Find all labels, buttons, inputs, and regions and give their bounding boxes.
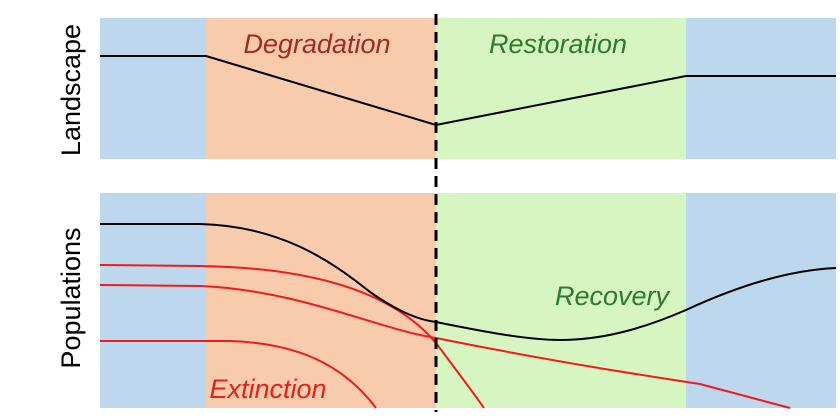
populations-restoration-region [436, 193, 686, 408]
population-red-line-3 [100, 340, 377, 409]
landscape-baseline-before-region [100, 18, 206, 159]
population-red-line-1 [99, 264, 485, 409]
landscape-restoration-region [436, 18, 686, 159]
extinction-label: Extinction [209, 374, 326, 404]
recovery-label: Recovery [555, 281, 671, 311]
landscape-axis-label: Landscape [56, 24, 86, 156]
landscape-panel [100, 18, 836, 159]
populations-baseline-after-region [686, 193, 836, 408]
restoration-label: Restoration [489, 29, 627, 59]
populations-panel [99, 193, 837, 409]
populations-baseline-before-region [100, 193, 206, 408]
populations-axis-label: Populations [56, 227, 86, 368]
landscape-baseline-after-region [686, 18, 836, 159]
population-recovery-line [100, 223, 837, 342]
degradation-label: Degradation [243, 29, 390, 59]
landscape-degradation-region [206, 18, 436, 159]
